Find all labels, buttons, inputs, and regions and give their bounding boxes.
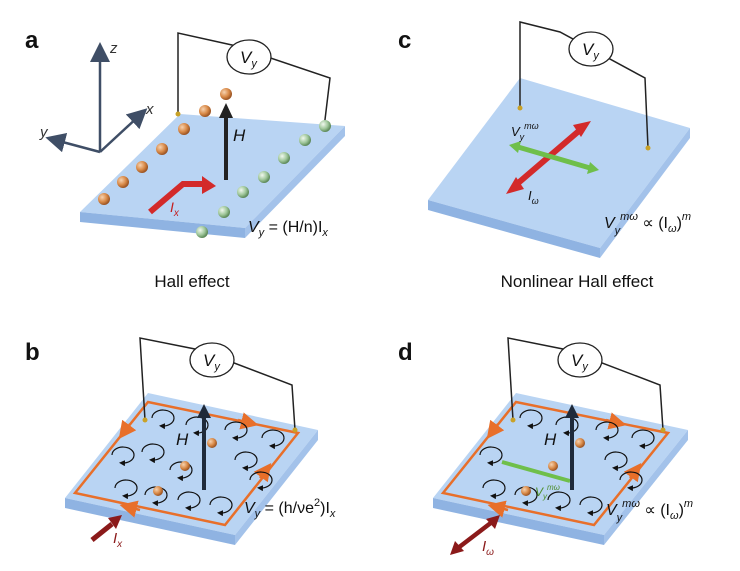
current-label-b: Ix	[113, 530, 123, 550]
circuit-wire	[177, 32, 331, 129]
axis-z-label: z	[109, 40, 118, 57]
current-label-a: Ix	[170, 199, 180, 219]
panel-label-d: d	[398, 339, 413, 366]
panel-label-b: b	[25, 339, 40, 366]
panel-label-c: c	[398, 27, 411, 54]
equation-b: Vy = (h/νe2)Ix	[244, 497, 336, 520]
sample-slab	[433, 393, 688, 545]
voltmeter: Vy	[226, 39, 272, 75]
electron-row	[98, 88, 232, 205]
hall-voltage-arrow	[517, 144, 591, 171]
current-label-d: Iω	[482, 538, 494, 558]
ac-current-arrow	[456, 520, 494, 550]
current-arrow	[148, 181, 204, 215]
current-arrow	[90, 522, 114, 542]
cyclotron-orbits	[479, 409, 655, 517]
panel-d: d Vymω H	[398, 337, 693, 558]
voltmeter: Vy	[557, 342, 603, 378]
panel-b: b	[25, 337, 336, 550]
hall-voltage-arrow	[501, 460, 571, 483]
caption-c: Nonlinear Hall effect	[501, 272, 654, 291]
circuit-wire	[519, 21, 649, 149]
voltmeter: Vy	[189, 342, 235, 378]
field-label-b: H	[176, 430, 189, 449]
panel-c: c Vy Vymω Iω Vymω ∝ (Iω)m Nonlinear Hall…	[398, 21, 691, 291]
equation-a: Vy = (H/n)Ix	[248, 219, 328, 239]
hall-voltage-label-d: Vymω	[535, 483, 560, 501]
panel-label-a: a	[25, 27, 39, 54]
coordinate-axes: z x y	[39, 40, 154, 154]
hall-voltage-label-c: Vymω	[511, 121, 539, 142]
axis-y-label: y	[39, 124, 49, 141]
current-label-c: Iω	[528, 188, 539, 206]
equation-d: Vymω ∝ (Iω)m	[606, 498, 693, 524]
panel-a: a z x y Vy	[25, 27, 345, 291]
axis-x-label: x	[145, 101, 154, 118]
voltmeter: Vy	[568, 31, 614, 67]
equation-c: Vymω ∝ (Iω)m	[604, 211, 691, 237]
sample-slab	[428, 78, 690, 258]
hole-row	[196, 120, 331, 238]
caption-a: Hall effect	[154, 272, 230, 291]
field-label-a: H	[233, 126, 246, 145]
field-label-d: H	[544, 430, 557, 449]
